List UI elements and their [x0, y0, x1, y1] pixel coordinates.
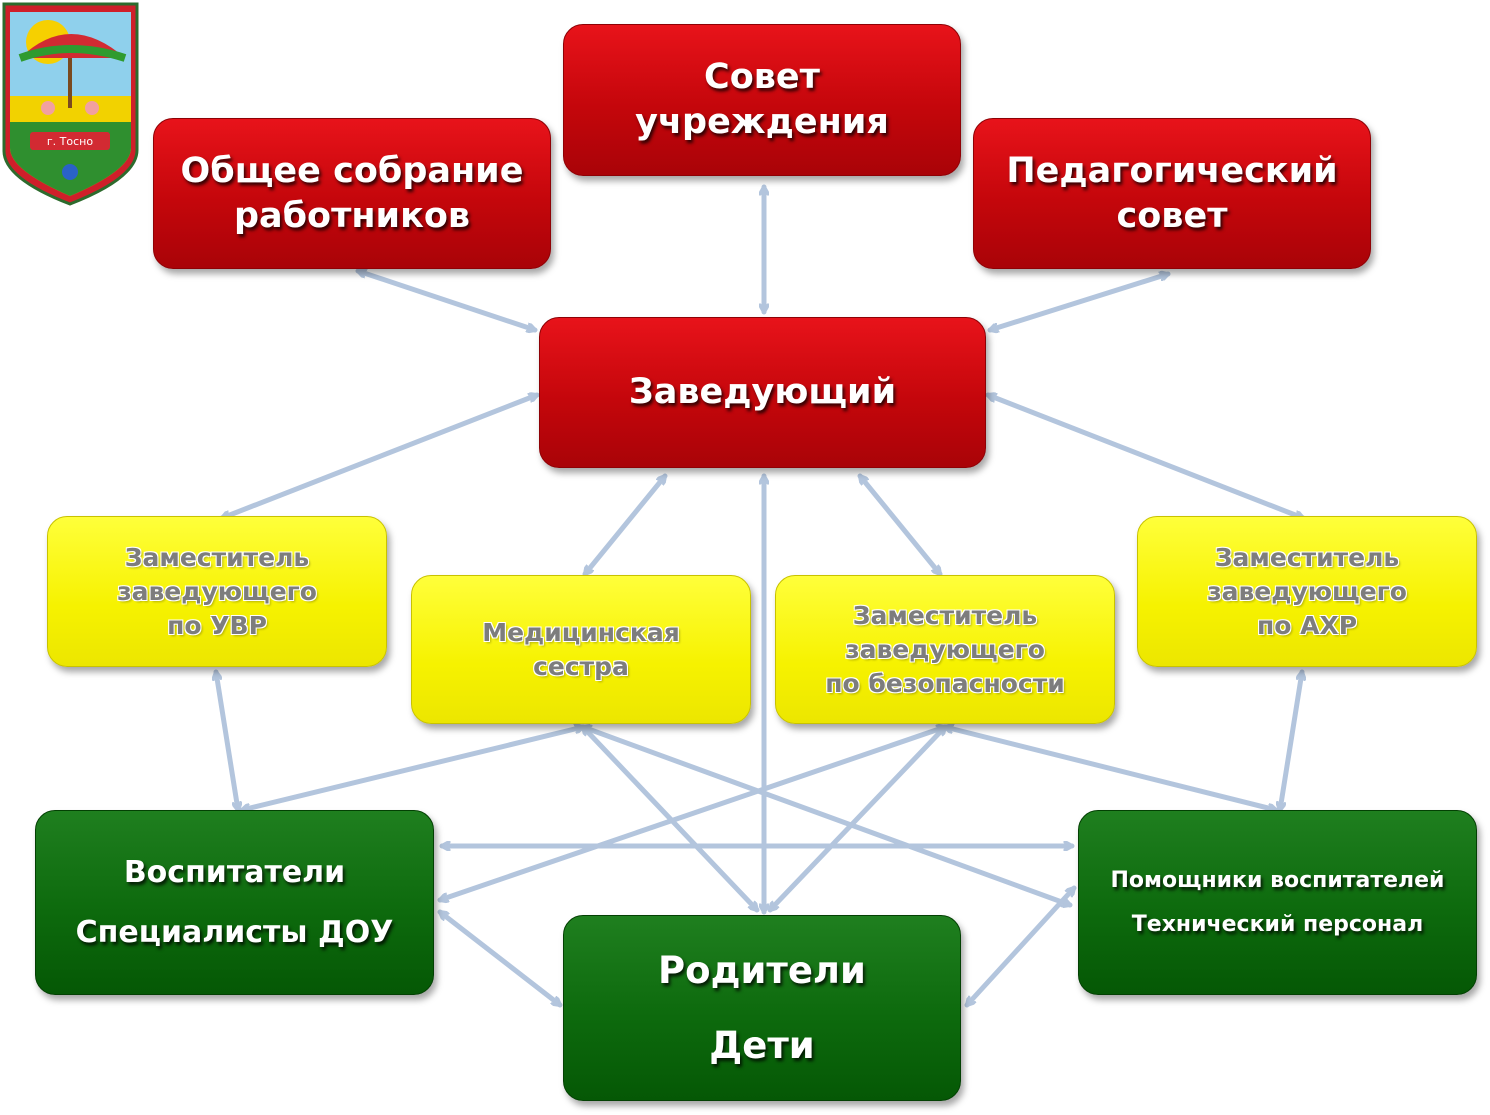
node-label-line: Педагогический [1006, 150, 1338, 191]
node-head: Заведующий [539, 317, 986, 468]
node-label-line: Технический персонал [1131, 911, 1424, 937]
arrow-meeting-head [358, 271, 535, 330]
arrow-teachers-parents [440, 912, 560, 1005]
node-label-line: Помощники воспитателей [1110, 867, 1445, 893]
arrow-uvr-teachers [216, 669, 238, 813]
arrow-pedcouncil-head [990, 274, 1168, 330]
node-label-line: заведующего [845, 634, 1045, 664]
logo-caption: г. Тосно [47, 135, 93, 148]
node-label-line: работников [233, 195, 471, 236]
node-council: Совет учреждения [563, 24, 961, 176]
node-label-line: Медицинская [482, 617, 680, 647]
arrow-head-safety [860, 476, 940, 574]
node-label-line: Заведующий [628, 372, 897, 412]
node-label-line: Заместитель [1214, 542, 1400, 572]
arrow-nurse-teachers [242, 727, 583, 810]
node-label-line: Заместитель [124, 542, 310, 572]
node-label-line: Общее собрание [180, 150, 524, 191]
node-deputy-uvr: Заместитель заведующего по УВР [47, 516, 387, 667]
arrow-head-uvr [222, 395, 537, 518]
arrow-nurse-assistants [583, 727, 1070, 905]
arrow-head-ahr [988, 395, 1303, 518]
node-label-line: Совет [704, 57, 820, 97]
node-label-line: учреждения [635, 102, 889, 142]
node-label-line: сестра [533, 651, 629, 681]
node-label-line: Специалисты ДОУ [75, 914, 394, 950]
node-label-line: по УВР [167, 610, 267, 640]
node-label-line: Дети [709, 1024, 815, 1067]
node-label-line: Заместитель [852, 600, 1038, 630]
node-label-line: совет [1116, 195, 1228, 236]
node-nurse: Медицинская сестра [411, 575, 751, 724]
node-label-line: заведующего [1207, 576, 1407, 606]
arrow-nurse-parents [583, 727, 757, 910]
arrow-safety-assistants [945, 727, 1276, 810]
node-label-line: заведующего [117, 576, 317, 606]
arrow-ahr-assistants [1280, 669, 1302, 813]
node-label-line: Воспитатели [123, 854, 346, 890]
arrow-assistants-parents [967, 888, 1074, 1005]
arrow-head-nurse [585, 476, 665, 574]
arrow-safety-teachers [440, 727, 945, 900]
node-label-line: по АХР [1256, 610, 1358, 640]
arrow-safety-parents [770, 727, 945, 910]
node-label-line: Родители [658, 949, 866, 992]
kindergarten-logo: г. Тосно [0, 0, 140, 206]
node-deputy-safety: Заместитель заведующего по безопасности [775, 575, 1115, 724]
node-label-line: по безопасности [825, 668, 1065, 698]
node-deputy-ahr: Заместитель заведующего по АХР [1137, 516, 1477, 667]
